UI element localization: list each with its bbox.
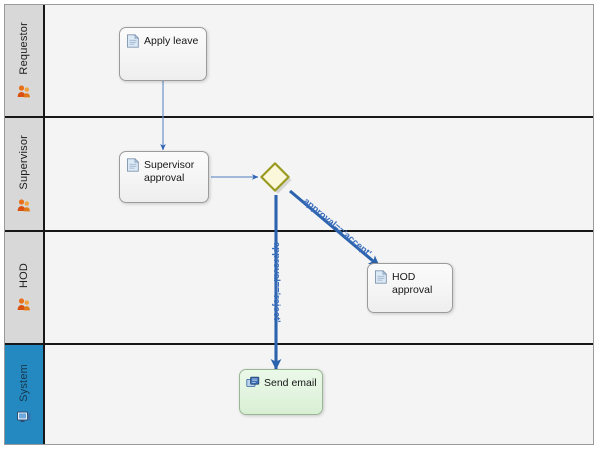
flow-label-reject: approval=='reject'	[271, 242, 282, 323]
task-label-apply-leave: Apply leave	[144, 35, 199, 47]
lane-label-supervisor: Supervisor	[18, 134, 30, 190]
document-icon	[127, 158, 140, 172]
document-icon	[375, 270, 388, 284]
lane-system[interactable]: System	[5, 345, 593, 444]
people-icon	[17, 199, 30, 212]
lane-header-requestor[interactable]: Requestor	[5, 5, 45, 116]
lane-supervisor[interactable]: Supervisor	[5, 118, 593, 232]
exclusive-gateway[interactable]	[258, 160, 292, 194]
task-hod-approval[interactable]: HOD approval	[367, 263, 453, 313]
service-icon	[246, 376, 260, 387]
lane-hod[interactable]: HOD	[5, 232, 593, 345]
lane-header-supervisor[interactable]: Supervisor	[5, 118, 45, 230]
lane-label-system: System	[18, 363, 30, 402]
lane-label-hod: HOD	[18, 262, 30, 289]
task-send-email[interactable]: Send email	[239, 369, 323, 415]
task-label-hod-approval: HOD approval	[392, 271, 433, 296]
computer-icon	[17, 411, 31, 423]
lane-requestor[interactable]: Requestor	[5, 5, 593, 118]
task-label-supervisor-approval: Supervisor approval	[144, 159, 195, 184]
task-supervisor-approval[interactable]: Supervisor approval	[119, 151, 209, 203]
people-icon	[17, 298, 30, 311]
lane-body-hod	[45, 232, 593, 343]
lane-header-system[interactable]: System	[5, 345, 45, 444]
people-icon	[17, 85, 30, 98]
document-icon	[127, 34, 140, 48]
diamond-icon	[260, 162, 292, 194]
lane-label-requestor: Requestor	[18, 22, 30, 75]
task-label-send-email: Send email	[264, 377, 317, 389]
process-pool: Requestor Supervisor	[4, 4, 594, 445]
lane-header-hod[interactable]: HOD	[5, 232, 45, 343]
task-apply-leave[interactable]: Apply leave	[119, 27, 207, 81]
